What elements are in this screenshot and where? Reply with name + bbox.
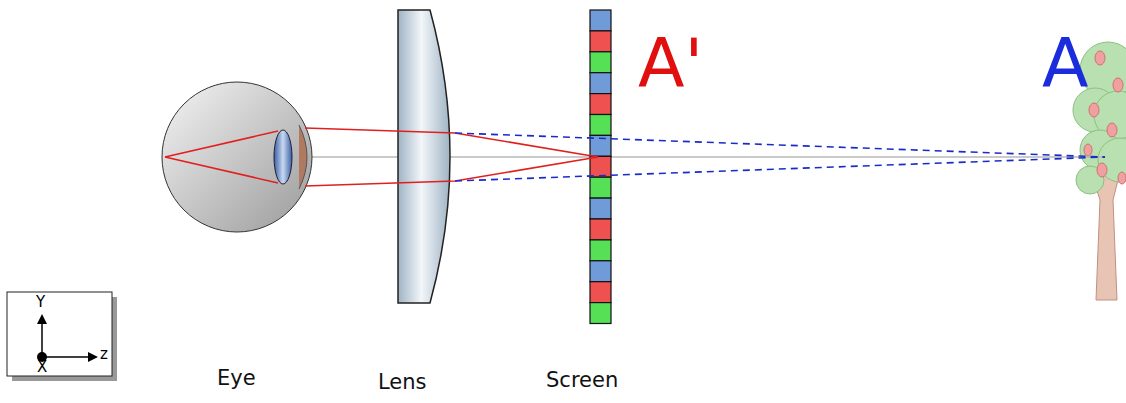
pixel — [590, 73, 611, 94]
pixel — [590, 240, 611, 261]
axis-name: X — [37, 360, 47, 375]
part-name: Eye — [217, 368, 256, 389]
axis-name: Y — [36, 295, 45, 310]
axis-box: YzX — [7, 292, 112, 376]
part-name: Lens — [378, 372, 427, 393]
virtual-rays — [455, 133, 1105, 181]
pixel — [590, 282, 611, 303]
pixel — [590, 115, 611, 136]
image-label: A' — [638, 30, 703, 98]
pixel — [590, 52, 611, 73]
pixel — [590, 303, 611, 324]
pixel — [590, 177, 611, 198]
pixel — [590, 31, 611, 52]
pixel — [590, 198, 611, 219]
part-name: Screen — [546, 370, 618, 391]
screen-pixels — [590, 10, 611, 324]
eye — [162, 82, 312, 232]
object-label: A — [1042, 30, 1089, 98]
pixel — [590, 219, 611, 240]
pixel — [590, 156, 611, 177]
pixel — [590, 261, 611, 282]
pixel — [590, 94, 611, 115]
light-rays — [165, 128, 598, 186]
pixel — [590, 10, 611, 31]
lens — [398, 10, 450, 303]
axis-inset — [7, 292, 117, 381]
axis-name: z — [100, 347, 108, 362]
